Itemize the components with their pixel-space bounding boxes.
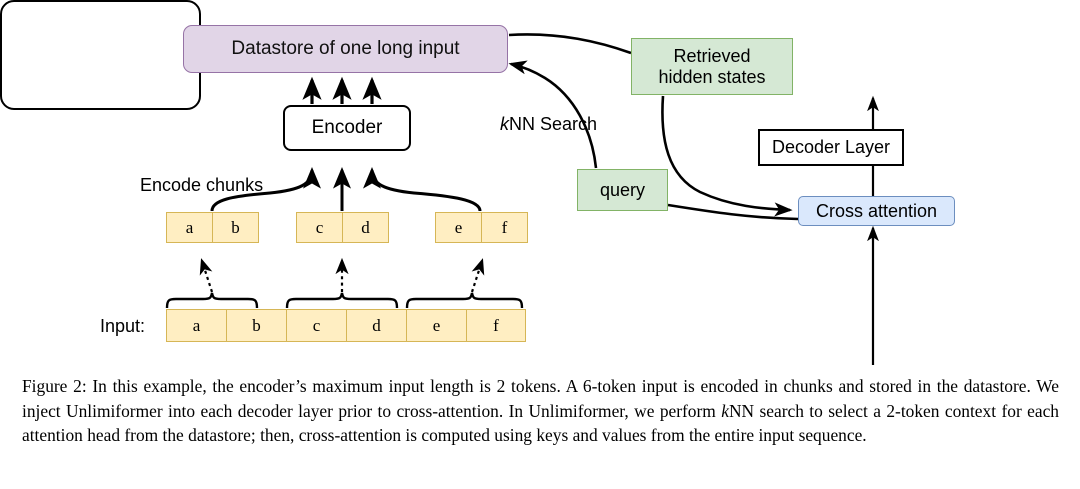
chunk-token-cell[interactable]: a xyxy=(166,212,213,243)
input-token-cell[interactable]: e xyxy=(406,309,467,342)
encoder-box[interactable]: Encoder xyxy=(283,105,411,151)
figure-caption: Figure 2: In this example, the encoder’s… xyxy=(22,374,1059,448)
caption-part2: NN search to select a 2-token context fo… xyxy=(22,400,1059,446)
knn-search-rest: NN Search xyxy=(509,113,598,134)
input-label: Input: xyxy=(100,315,146,336)
retrieved-hidden-states-box[interactable]: Retrieved hidden states xyxy=(631,38,793,95)
input-token-cell[interactable]: a xyxy=(166,309,227,342)
caption-part1: Figure 2: In this example, the encoder’s… xyxy=(22,376,1059,421)
encode-chunks-label: Encode chunks xyxy=(140,174,264,195)
caption-knn-k-italic: k xyxy=(721,400,729,421)
knn-k-italic: k xyxy=(500,113,509,134)
query-box[interactable]: query xyxy=(577,169,668,211)
input-token-cell[interactable]: d xyxy=(346,309,407,342)
chunk-token-cell[interactable]: f xyxy=(481,212,528,243)
input-token-cell[interactable]: c xyxy=(286,309,347,342)
chunk-token-cell[interactable]: c xyxy=(296,212,343,243)
chunk-token-cell[interactable]: d xyxy=(342,212,389,243)
chunk-token-cell[interactable]: b xyxy=(212,212,259,243)
input-token-cell[interactable]: f xyxy=(466,309,526,342)
cross-attention-box[interactable]: Cross attention xyxy=(798,196,955,226)
input-token-cell[interactable]: b xyxy=(226,309,287,342)
figure-diagram: Datastore of one long input Encoder Enco… xyxy=(0,0,955,365)
decoder-layer-container xyxy=(0,0,201,110)
datastore-box[interactable]: Datastore of one long input xyxy=(183,25,508,73)
chunk-token-cell[interactable]: e xyxy=(435,212,482,243)
decoder-layer-label[interactable]: Decoder Layer xyxy=(758,129,904,166)
